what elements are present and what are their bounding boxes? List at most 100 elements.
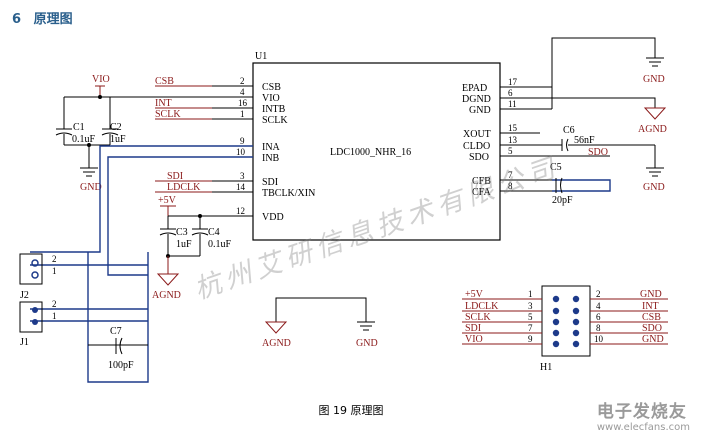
pin-number: 12 <box>236 206 245 216</box>
h1-right-net: CSB <box>642 312 661 323</box>
pin-name: INB <box>262 153 280 164</box>
gnd-symbol <box>80 167 98 177</box>
gnd-symbol <box>646 57 664 67</box>
pin-name: TBCLK/XIN <box>262 188 315 199</box>
h1-right-pin: 10 <box>594 334 604 344</box>
j1-body <box>19 301 43 333</box>
pin-number: 7 <box>508 170 513 180</box>
ic-body <box>252 62 501 241</box>
h1-left-pin: 1 <box>528 289 533 299</box>
h1-left-pin: 3 <box>528 301 533 311</box>
pin-number: 4 <box>240 87 245 97</box>
pin-number: 11 <box>508 99 517 109</box>
net-label-csb: CSB <box>155 76 174 87</box>
pin-number: 3 <box>240 171 245 181</box>
h1-right-pin: 2 <box>596 289 601 299</box>
c5-ref: C5 <box>550 162 562 173</box>
logo-url: www.elecfans.com <box>596 422 690 433</box>
pin-name: VIO <box>262 93 280 104</box>
pin-name: CSB <box>262 82 281 93</box>
ic-ref: U1 <box>255 51 267 62</box>
c2-value: 1uF <box>110 134 126 145</box>
h1-left-net: VIO <box>465 334 483 345</box>
pin-number: 14 <box>236 182 246 192</box>
site-logo[interactable]: 电子发烧友 www.elecfans.com <box>597 397 690 433</box>
h1-left-pin: 7 <box>528 323 533 333</box>
c3-ref: C3 <box>176 227 188 238</box>
section-heading: 6 原理图 <box>12 8 73 27</box>
h1-right-net: INT <box>642 301 659 312</box>
pin-name: INA <box>262 142 281 153</box>
c7-ref: C7 <box>110 326 122 337</box>
j1-pin-2: 2 <box>52 299 57 309</box>
j1-pin-1: 1 <box>52 311 57 321</box>
c3-value: 1uF <box>176 239 192 250</box>
net-label-gnd: GND <box>643 74 665 85</box>
net-label-gnd: GND <box>356 338 378 349</box>
net-label-gnd: GND <box>80 182 102 193</box>
j2-body <box>19 253 43 285</box>
net-label-agnd: AGND <box>152 290 181 301</box>
pin-name: SCLK <box>262 115 288 126</box>
pin-number: 15 <box>508 123 518 133</box>
h1-left-pin: 5 <box>528 312 533 322</box>
h1-ref: H1 <box>540 362 552 373</box>
pin-number: 10 <box>236 147 246 157</box>
pin-name: CFB <box>472 176 491 187</box>
net-label-sdi: SDI <box>167 171 183 182</box>
ic-right-pins: 17 EPAD 6 DGND 11 GND 15 XOUT 13 CLDO 5 … <box>462 77 610 198</box>
net-label-sdo: SDO <box>588 147 608 158</box>
j2-ref: J2 <box>20 290 29 301</box>
c2-ref: C2 <box>110 122 122 133</box>
h1-left-net: +5V <box>465 289 484 300</box>
net-label-agnd: AGND <box>638 124 667 135</box>
pin-number: 2 <box>240 76 245 86</box>
h1-right-net: SDO <box>642 323 662 334</box>
agnd-symbol <box>643 107 667 120</box>
figure-caption: 图 19 原理图 <box>318 404 384 417</box>
c1-ref: C1 <box>73 122 85 133</box>
h1-pins: +5V 1 2 GND LDCLK 3 4 INT SCLK 5 6 CSB S… <box>462 289 668 348</box>
pin-name: CFA <box>472 187 491 198</box>
pin-number: 1 <box>240 109 245 119</box>
pin-name: CLDO <box>463 141 490 152</box>
pin-number: 17 <box>508 77 518 87</box>
h1-right-pin: 8 <box>596 323 601 333</box>
c4-value: 0.1uF <box>208 239 232 250</box>
gnd-symbol <box>646 167 664 177</box>
pin-number: 9 <box>240 136 245 146</box>
h1-left-net: SDI <box>465 323 481 334</box>
c1-value: 0.1uF <box>72 134 96 145</box>
pin-name: DGND <box>462 94 491 105</box>
ic-part-number: LDC1000_NHR_16 <box>330 147 411 158</box>
c6-ref: C6 <box>563 125 575 136</box>
agnd-symbol <box>264 321 288 334</box>
pin-number: 13 <box>508 135 518 145</box>
h1-right-net: GND <box>640 289 662 300</box>
h1-left-pin: 9 <box>528 334 533 344</box>
h1-right-net: GND <box>642 334 664 345</box>
c7-value: 100pF <box>108 360 134 371</box>
pin-name: SDO <box>469 152 489 163</box>
section-title: 原理图 <box>33 12 73 27</box>
h1-right-pin: 6 <box>596 312 601 322</box>
pin-number: 16 <box>238 98 248 108</box>
net-label-int: INT <box>155 98 172 109</box>
h1-left-net: LDCLK <box>465 301 499 312</box>
agnd-symbol <box>156 273 180 286</box>
c4-ref: C4 <box>208 227 220 238</box>
net-label-5v: +5V <box>158 195 177 206</box>
net-label-vio: VIO <box>92 74 110 85</box>
pin-name: VDD <box>262 212 284 223</box>
section-number: 6 <box>12 12 22 27</box>
j2-pin-1: 1 <box>52 266 57 276</box>
h1-body <box>541 285 591 357</box>
c6-value: 56nF <box>574 135 595 146</box>
pin-name: GND <box>469 105 491 116</box>
pin-name: INTB <box>262 104 286 115</box>
logo-brand: 电子发烧友 <box>596 402 687 422</box>
pin-name: EPAD <box>462 83 487 94</box>
pin-number: 8 <box>508 181 513 191</box>
j2-pin-2: 2 <box>52 254 57 264</box>
pin-number: 6 <box>508 88 513 98</box>
